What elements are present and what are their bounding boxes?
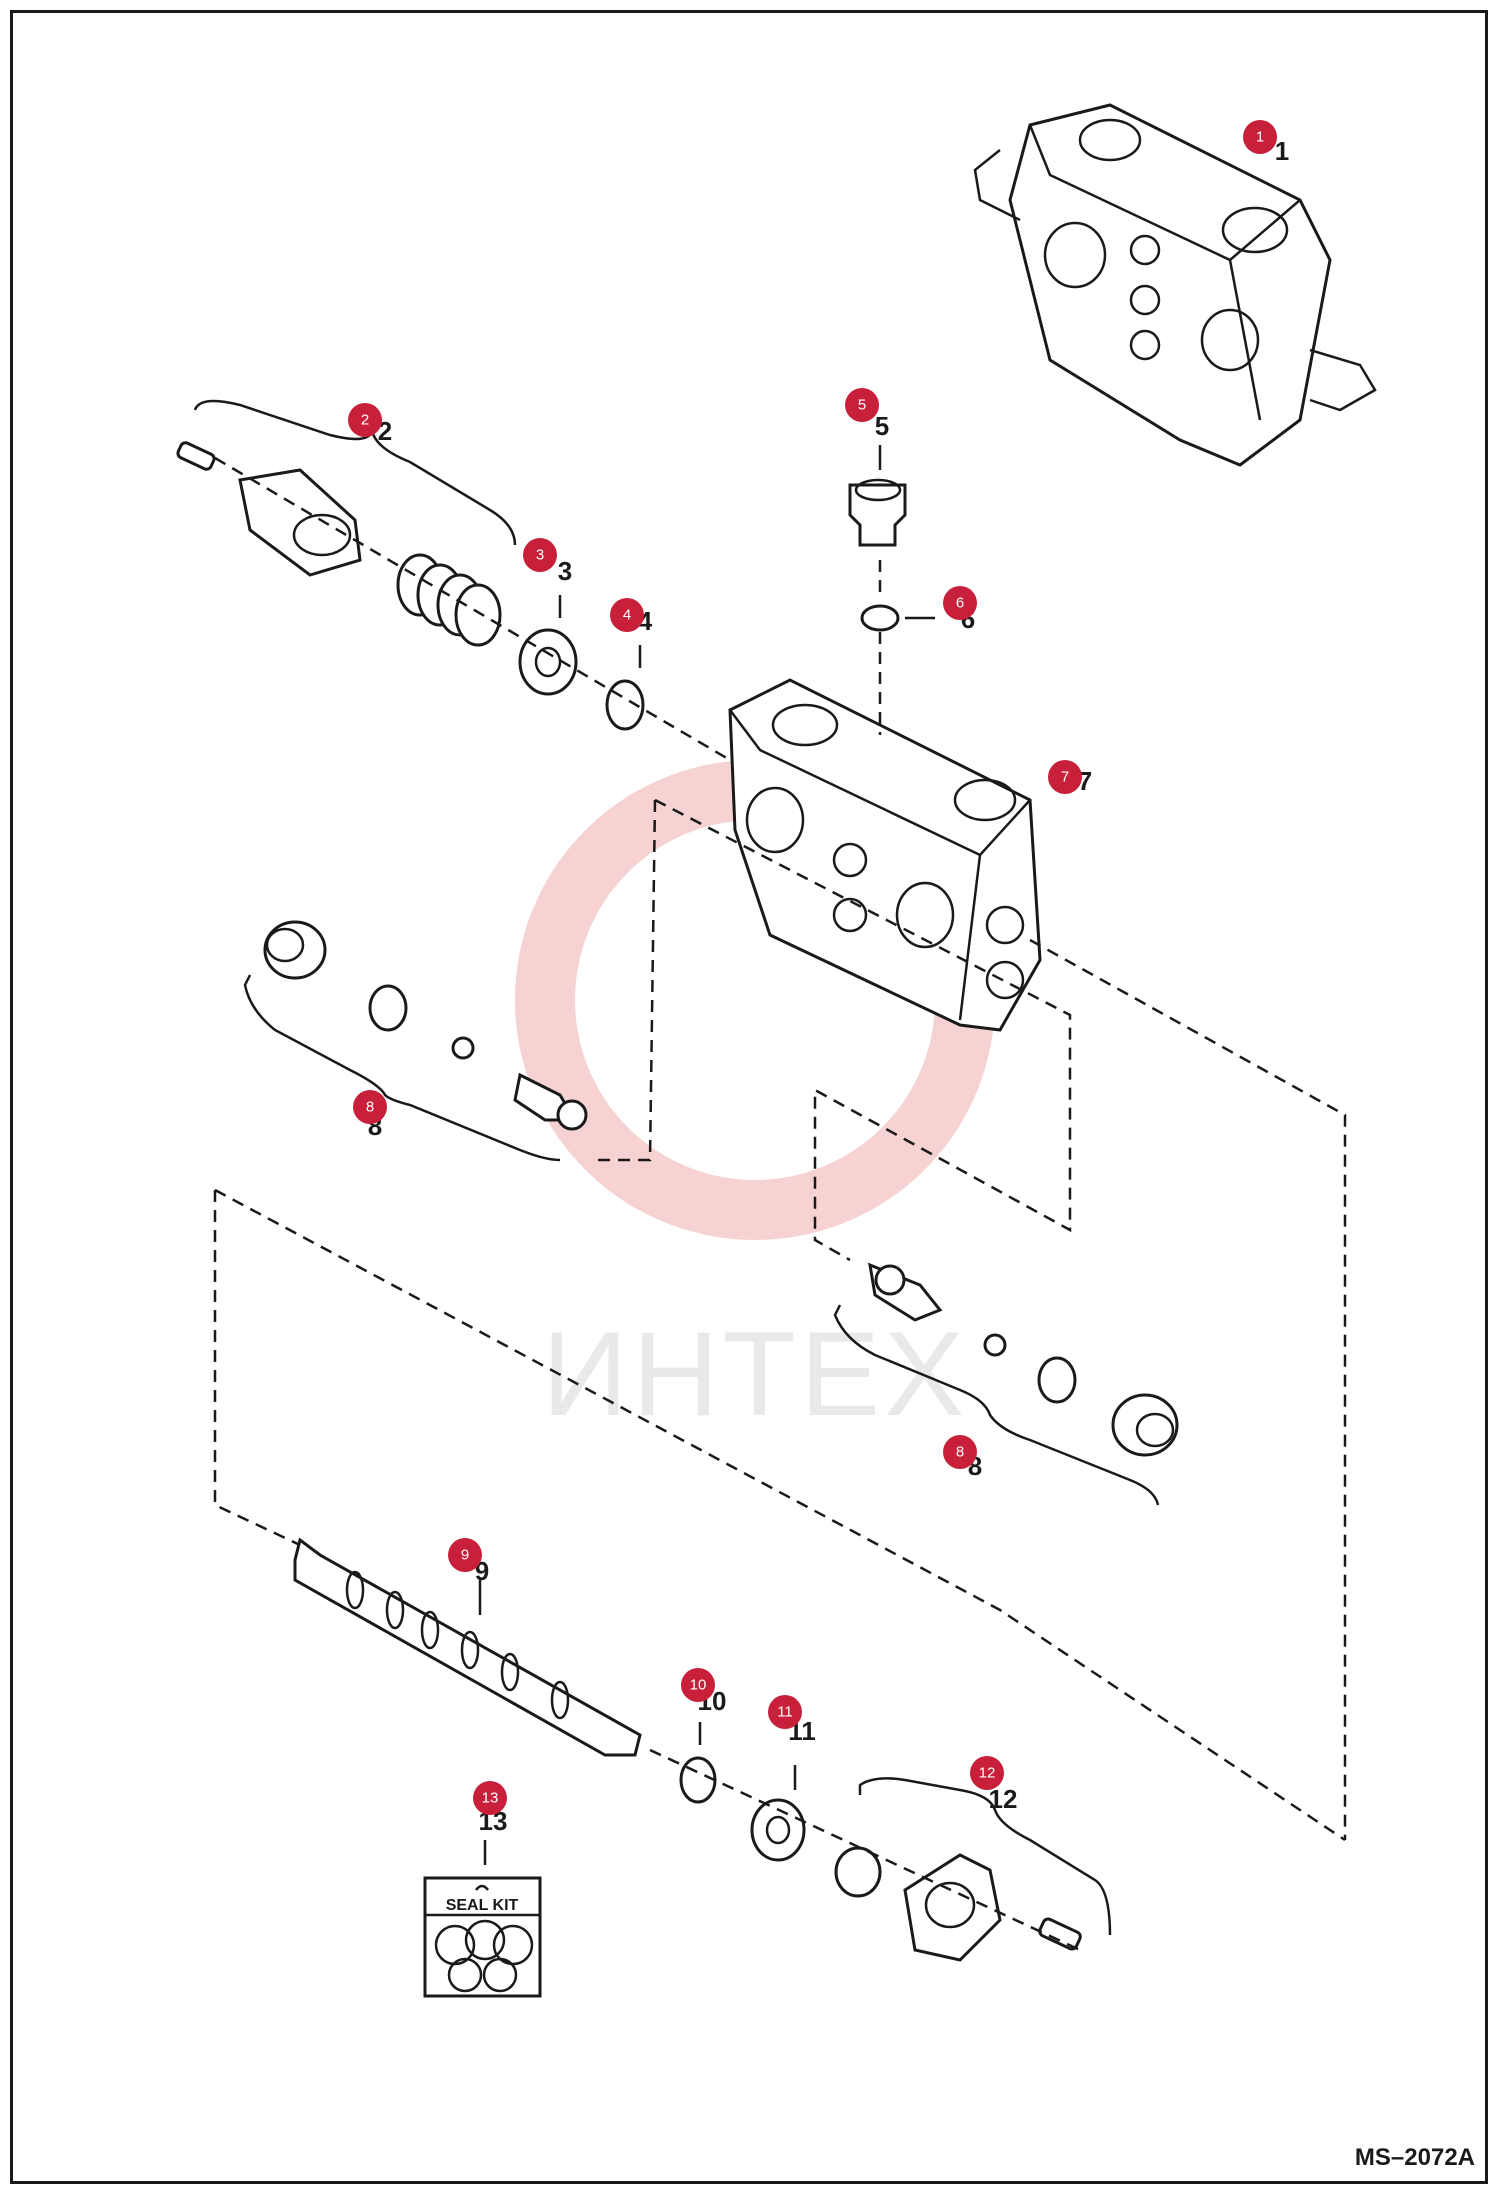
callout-markers: 1 2 3 4 5 6 7 8 8 9 10 11 12 13: [348, 120, 1277, 1815]
callout-1[interactable]: 1: [1243, 120, 1277, 154]
diagram-frame: [10, 10, 1488, 2184]
callout-12[interactable]: 12: [970, 1756, 1004, 1790]
part-1-valve-section: [973, 103, 1377, 467]
seal-kit-label: SEAL KIT: [446, 1897, 519, 1914]
callout-11[interactable]: 11: [768, 1695, 802, 1729]
callout-10[interactable]: 10: [681, 1668, 715, 1702]
svg-text:8: 8: [366, 1099, 374, 1116]
part-number-12: 12: [989, 1784, 1018, 1814]
callout-2[interactable]: 2: [348, 403, 382, 437]
part-8-detent-right: [833, 1262, 1179, 1506]
callout-4[interactable]: 4: [610, 598, 644, 632]
watermark-text: ИНТЕХ: [542, 1307, 968, 1441]
reference-code: MS–2072A: [1355, 2144, 1475, 2171]
part-2-cap-assembly: [176, 399, 517, 647]
callout-3[interactable]: 3: [523, 538, 557, 572]
part-5-plug: [848, 445, 907, 547]
svg-text:2: 2: [361, 412, 369, 429]
callout-13[interactable]: 13: [473, 1781, 507, 1815]
assembly-lines: [213, 456, 1347, 1952]
svg-text:3: 3: [536, 547, 544, 564]
spring: [396, 553, 502, 647]
part-13-seal-kit: SEAL KIT: [423, 1840, 542, 1998]
part-9-spool: [293, 1537, 642, 1757]
svg-text:10: 10: [690, 1677, 707, 1694]
part-10-o-ring: [679, 1756, 717, 1804]
part-number-1: 1: [1275, 136, 1289, 166]
svg-text:6: 6: [956, 595, 964, 612]
svg-text:7: 7: [1061, 769, 1069, 786]
callout-8-right[interactable]: 8: [943, 1435, 977, 1469]
svg-text:4: 4: [623, 607, 631, 624]
svg-text:8: 8: [956, 1444, 964, 1461]
callout-5[interactable]: 5: [845, 388, 879, 422]
part-11-washer: [750, 1798, 806, 1862]
part-12-end-cap-assembly: [834, 1777, 1112, 1962]
svg-text:12: 12: [979, 1765, 996, 1782]
svg-text:1: 1: [1256, 129, 1264, 146]
part-7-valve-body: [728, 678, 1042, 1032]
part-number-5: 5: [875, 411, 889, 441]
callout-9[interactable]: 9: [448, 1538, 482, 1572]
svg-text:11: 11: [777, 1704, 793, 1721]
svg-text:13: 13: [482, 1790, 499, 1807]
part-8-detent-left: [243, 920, 588, 1162]
callout-7[interactable]: 7: [1048, 760, 1082, 794]
callout-8-left[interactable]: 8: [353, 1090, 387, 1124]
part-6-o-ring: [860, 604, 900, 632]
part-number-3: 3: [558, 556, 572, 586]
part-3-washer: [518, 628, 578, 696]
svg-text:9: 9: [461, 1547, 469, 1564]
callout-6[interactable]: 6: [943, 586, 977, 620]
svg-text:5: 5: [858, 397, 866, 414]
